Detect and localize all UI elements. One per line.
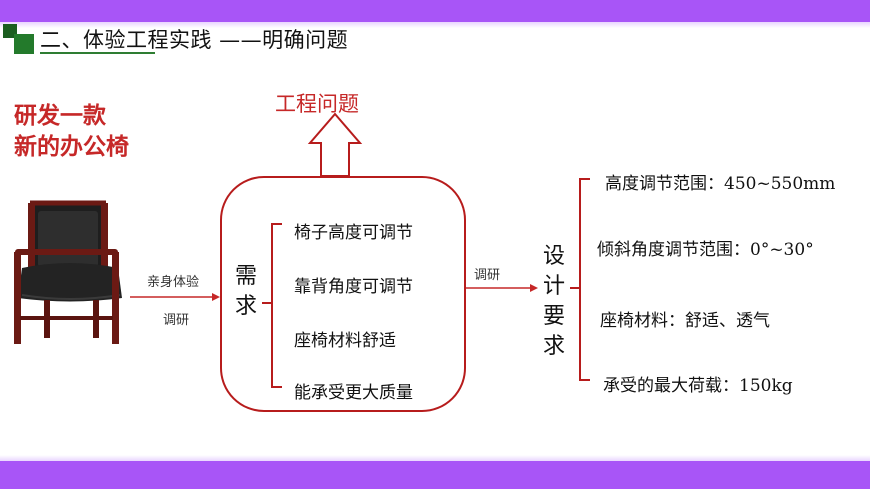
middle-arrow-label: 调研	[474, 268, 501, 283]
requirement-item: 倾斜角度调节范围：0°~30°	[597, 240, 814, 260]
needs-box	[220, 176, 466, 412]
need-item: 椅子高度可调节	[294, 223, 413, 243]
top-banner	[0, 0, 870, 28]
requirements-bracket	[579, 178, 590, 381]
need-item: 靠背角度可调节	[294, 277, 413, 297]
need-item: 能承受更大质量	[294, 383, 413, 403]
needs-bracket	[271, 223, 282, 388]
title-marker-square-small	[3, 24, 17, 38]
design-requirements-label: 设计要求	[542, 244, 565, 359]
needs-label: 需求	[234, 264, 257, 319]
slide-title: 二、体验工程实践 ——明确问题	[40, 28, 349, 52]
task-heading-line1: 研发一款	[14, 103, 106, 129]
title-underline	[40, 52, 155, 54]
need-item: 座椅材料舒适	[294, 331, 396, 351]
requirement-item: 承受的最大荷载：150kg	[603, 376, 793, 396]
requirement-item: 高度调节范围：450~550mm	[605, 174, 836, 194]
title-marker-square-large	[14, 34, 34, 54]
left-arrow-label-bottom: 调研	[163, 313, 190, 328]
arrow-to-design	[466, 284, 538, 292]
up-arrow-to-engineering-problem	[307, 112, 363, 177]
left-arrow-label-top: 亲身体验	[147, 275, 200, 290]
bottom-banner	[0, 455, 870, 489]
arrow-to-needs	[130, 293, 220, 301]
engineering-problem-label: 工程问题	[275, 92, 359, 116]
requirement-item: 座椅材料：舒适、透气	[600, 311, 770, 331]
task-heading-line2: 新的办公椅	[14, 134, 129, 160]
office-chair-illustration	[14, 200, 122, 344]
